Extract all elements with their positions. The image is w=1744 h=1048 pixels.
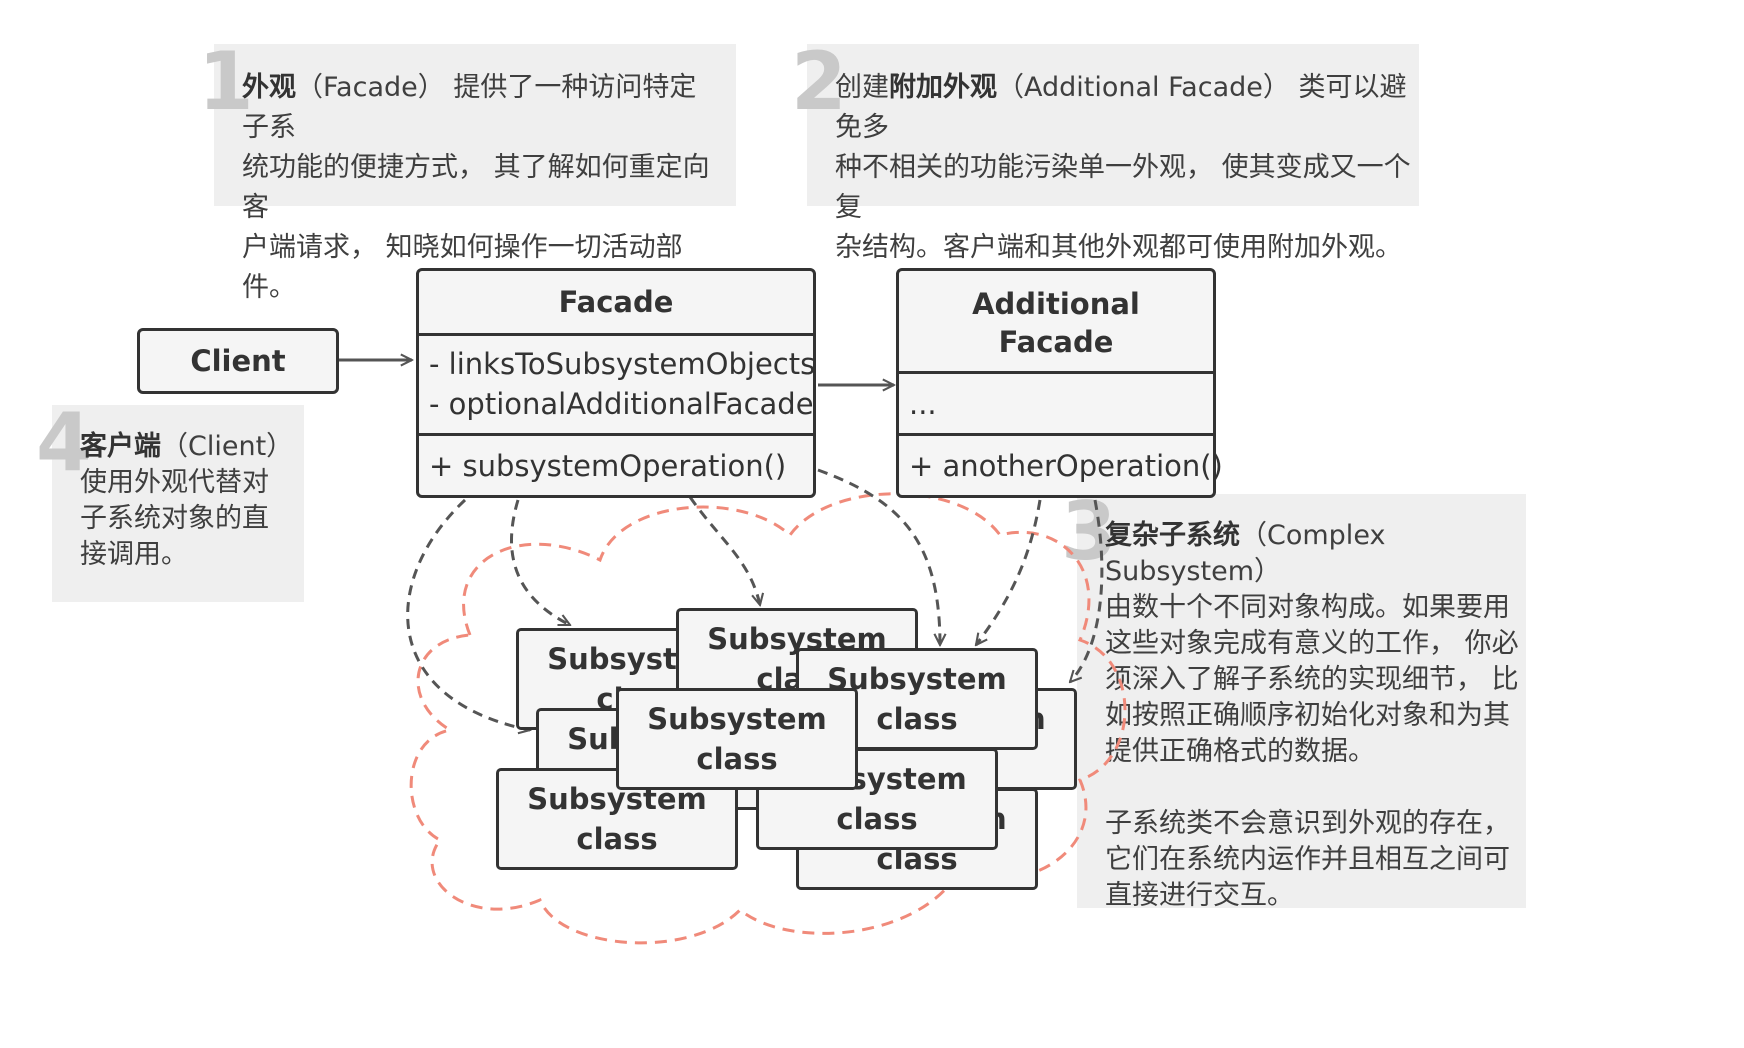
note-3-bold: 复杂子系统 [1105, 520, 1240, 551]
note-2-line-3: 杂结构。客户端和其他外观都可使用附加外观。 [835, 232, 1402, 263]
additional-facade-methods: + anotherOperation() [899, 433, 1223, 495]
additional-facade-field-1: ... [909, 387, 937, 421]
note-3-line-4: 须深入了解子系统的实现细节， 比 [1105, 664, 1519, 695]
note-3-line-3: 这些对象完成有意义的工作， 你必 [1105, 628, 1519, 659]
facade-field-2: - optionalAdditionalFacade [429, 387, 814, 421]
note-number-4: 4 [36, 396, 92, 489]
note-3-line-10: 直接进行交互。 [1105, 880, 1294, 911]
note-1-line-1: （Facade） 提供了一种访问特定子系 [242, 72, 697, 143]
dep-arrow-3 [688, 496, 760, 605]
note-1-line-3: 户端请求， 知晓如何操作一切活动部件。 [242, 232, 683, 303]
facade-method-1: + subsystemOperation() [429, 449, 787, 483]
dep-arrow-5 [976, 499, 1042, 645]
note-2-line-1b: （Additional Facade） 类可以避免多 [835, 72, 1407, 143]
note-3-line-1: （Complex Subsystem） [1105, 520, 1386, 587]
client-title: Client [190, 344, 286, 378]
note-number-3: 3 [1061, 485, 1117, 578]
note-3-line-5: 如按照正确顺序初始化对象和为其 [1105, 700, 1510, 731]
note-2: 2 创建附加外观（Additional Facade） 类可以避免多 种不相关的… [791, 42, 1419, 263]
facade-field-1: - linksToSubsystemObjects [429, 347, 816, 381]
note-3-line-2: 由数十个不同对象构成。如果要用 [1105, 592, 1510, 623]
note-3-line-8: 子系统类不会意识到外观的存在， [1105, 808, 1510, 839]
facade-box: Facade - linksToSubsystemObjects - optio… [416, 268, 816, 498]
note-1-text: 外观（Facade） 提供了一种访问特定子系 统功能的便捷方式， 其了解如何重定… [242, 68, 722, 308]
note-number-2: 2 [791, 35, 847, 128]
note-2-bold: 附加外观 [889, 72, 997, 103]
additional-facade-box: Additional Facade ... + anotherOperation… [896, 268, 1223, 498]
client-box: Client [137, 328, 339, 394]
dep-arrow-1 [406, 498, 530, 730]
note-3-line-6: 提供正确格式的数据。 [1105, 736, 1375, 767]
facade-methods: + subsystemOperation() [419, 433, 813, 495]
additional-facade-fields: ... [899, 371, 1213, 433]
note-4-bold: 客户端 [80, 431, 161, 462]
subsystem-cloud [409, 492, 1127, 945]
note-4-line-4: 接调用。 [80, 539, 188, 570]
note-4-line-1: （Client） [161, 431, 294, 462]
note-1-bold: 外观 [242, 72, 296, 103]
note-2-text: 创建附加外观（Additional Facade） 类可以避免多 种不相关的功能… [835, 68, 1415, 268]
subsystem-class-8-line2: class [576, 822, 658, 856]
note-number-1: 1 [198, 35, 254, 128]
additional-facade-title: Additional Facade [899, 271, 1213, 371]
note-4-line-3: 子系统对象的直 [80, 503, 269, 534]
dep-arrow-6 [1070, 499, 1104, 682]
note-1-line-2: 统功能的便捷方式， 其了解如何重定向客 [242, 152, 710, 223]
additional-facade-title-line1: Additional [972, 287, 1140, 321]
subsystem-class-9: Subsystem class [616, 688, 858, 790]
note-4-text: 客户端（Client） 使用外观代替对 子系统对象的直 接调用。 [80, 429, 300, 573]
subsystem-class-9-line2: class [696, 742, 778, 776]
note-2-line-1a: 创建 [835, 72, 889, 103]
note-2-line-2: 种不相关的功能污染单一外观， 使其变成又一个复 [835, 152, 1411, 223]
subsystem-class-9-line1: Subsystem [647, 702, 827, 736]
note-4: 4 客户端（Client） 使用外观代替对 子系统对象的直 接调用。 [36, 403, 304, 602]
additional-facade-title-line2: Facade [998, 325, 1114, 359]
subsystem-class-7-line2: class [876, 702, 958, 736]
note-3-text: 复杂子系统（Complex Subsystem） 由数十个不同对象构成。如果要用… [1105, 518, 1525, 914]
dep-arrow-4 [817, 468, 940, 645]
note-1: 1 外观（Facade） 提供了一种访问特定子系 统功能的便捷方式， 其了解如何… [198, 42, 736, 303]
facade-title: Facade [558, 285, 674, 319]
dep-arrow-2 [510, 499, 570, 627]
note-3-line-9: 它们在系统内运作并且相互之间可 [1105, 844, 1510, 875]
additional-facade-method-1: + anotherOperation() [909, 449, 1223, 483]
note-4-line-2: 使用外观代替对 [80, 467, 269, 498]
note-3: 3 复杂子系统（Complex Subsystem） 由数十个不同对象构成。如果… [1061, 492, 1526, 911]
subsystem-class-6-line2: class [836, 802, 918, 836]
facade-fields: - linksToSubsystemObjects - optionalAddi… [419, 333, 816, 433]
